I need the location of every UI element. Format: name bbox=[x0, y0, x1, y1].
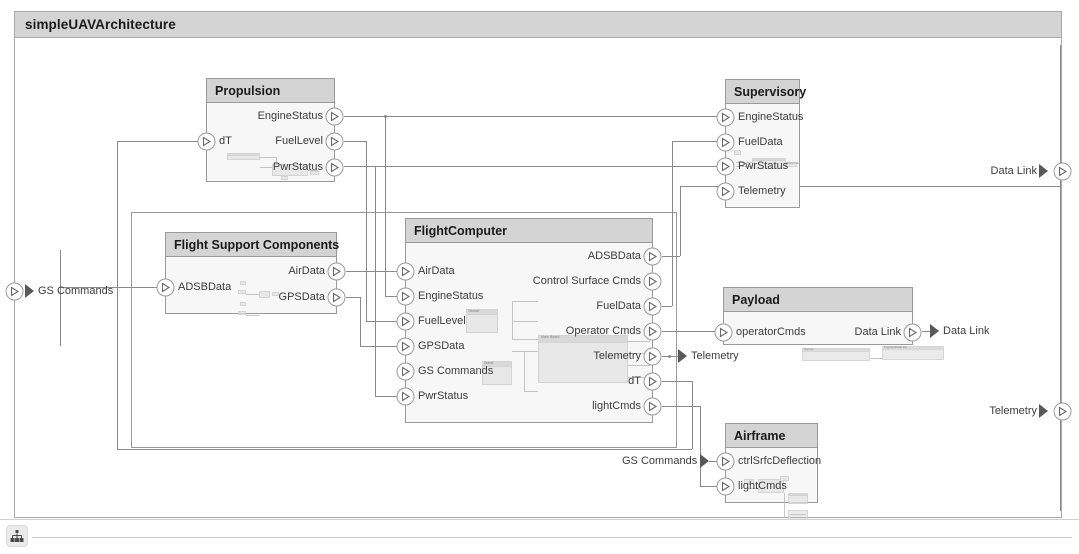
block-airframe[interactable]: Airframe bbox=[725, 423, 818, 522]
block-flight-support-components[interactable]: Flight Support Components bbox=[165, 232, 339, 316]
root-port-arrow-1 bbox=[1039, 164, 1048, 178]
root-port-arrow-3[interactable] bbox=[678, 349, 687, 363]
input-port-payload-0[interactable] bbox=[714, 323, 733, 342]
output-port-label-flightcomputer-0: ADSBData bbox=[587, 250, 641, 262]
root-port-arrow-0 bbox=[25, 284, 34, 298]
output-port-flightcomputer-2[interactable] bbox=[643, 297, 662, 316]
block-preview-thumbnail: Data Link bbox=[734, 150, 799, 176]
root-port-label-5: GS Commands bbox=[622, 455, 698, 467]
page-title: simpleUAVArchitecture bbox=[15, 12, 1061, 38]
output-port-label-flightcomputer-5: dT bbox=[628, 375, 641, 387]
root-port-label-2: Telemetry bbox=[989, 405, 1037, 417]
block-title-airframe: Airframe bbox=[726, 424, 817, 448]
root-port-telemetry[interactable] bbox=[1053, 402, 1072, 426]
input-port-supervisory-0[interactable] bbox=[716, 108, 735, 127]
input-port-label-supervisory-0: EngineStatus bbox=[738, 111, 804, 123]
root-port-label-1: Data Link bbox=[990, 165, 1037, 177]
input-port-label-flightcomputer-3: GPSData bbox=[418, 340, 465, 352]
output-port-flightcomputer-4[interactable] bbox=[643, 347, 662, 366]
input-port-label-flight-support-components-0: ADSBData bbox=[178, 281, 232, 293]
output-port-label-propulsion-1: FuelLevel bbox=[275, 135, 323, 147]
output-port-label-flightcomputer-4: Telemetry bbox=[593, 350, 641, 362]
input-port-flightcomputer-3[interactable] bbox=[396, 337, 415, 356]
output-port-flightcomputer-5[interactable] bbox=[643, 372, 662, 391]
input-port-airframe-0[interactable] bbox=[716, 452, 735, 471]
block-title-flightcomputer: FlightComputer bbox=[406, 219, 652, 243]
input-port-label-airframe-1: lightCmds bbox=[738, 480, 787, 492]
block-title-payload: Payload bbox=[724, 288, 912, 312]
output-port-flight-support-components-1[interactable] bbox=[327, 288, 346, 307]
output-port-label-flightcomputer-1: Control Surface Cmds bbox=[532, 275, 641, 287]
input-port-label-flightcomputer-2: FuelLevel bbox=[418, 315, 466, 327]
composition-outline[interactable] bbox=[131, 212, 677, 448]
input-port-label-supervisory-3: Telemetry bbox=[738, 185, 786, 197]
input-port-label-flightcomputer-4: GS Commands bbox=[418, 365, 494, 377]
root-port-arrow-2 bbox=[1039, 404, 1048, 418]
output-port-label-flight-support-components-1: GPSData bbox=[278, 291, 325, 303]
input-port-flightcomputer-5[interactable] bbox=[396, 387, 415, 406]
status-bar bbox=[0, 519, 1079, 554]
input-port-label-propulsion-0: dT bbox=[219, 135, 232, 147]
output-port-label-flightcomputer-2: FuelData bbox=[596, 300, 641, 312]
output-port-label-payload-0: Data Link bbox=[854, 326, 901, 338]
output-port-payload-0[interactable] bbox=[903, 323, 922, 342]
root-port-label-0: GS Commands bbox=[38, 285, 114, 297]
input-port-flight-support-components-0[interactable] bbox=[156, 278, 175, 297]
output-port-flightcomputer-1[interactable] bbox=[643, 272, 662, 291]
output-port-flight-support-components-0[interactable] bbox=[327, 262, 346, 281]
output-port-propulsion-0[interactable] bbox=[325, 107, 344, 126]
input-port-label-airframe-0: ctrlSrfcDeflection bbox=[738, 455, 822, 467]
input-port-label-flightcomputer-0: AirData bbox=[418, 265, 455, 277]
input-port-label-supervisory-2: PwrStatus bbox=[738, 160, 789, 172]
output-port-flightcomputer-6[interactable] bbox=[643, 397, 662, 416]
input-port-airframe-1[interactable] bbox=[716, 477, 735, 496]
hierarchy-icon[interactable] bbox=[6, 525, 28, 547]
output-port-propulsion-2[interactable] bbox=[325, 158, 344, 177]
output-port-propulsion-1[interactable] bbox=[325, 132, 344, 151]
root-port-label-3: Telemetry bbox=[691, 350, 739, 362]
input-port-supervisory-2[interactable] bbox=[716, 157, 735, 176]
root-port-arrow-4[interactable] bbox=[930, 324, 939, 338]
input-port-flightcomputer-1[interactable] bbox=[396, 287, 415, 306]
root-port-gs-commands[interactable] bbox=[5, 282, 24, 306]
output-port-label-flightcomputer-6: lightCmds bbox=[592, 400, 641, 412]
output-port-flightcomputer-3[interactable] bbox=[643, 322, 662, 341]
input-port-label-flightcomputer-1: EngineStatus bbox=[418, 290, 484, 302]
block-title-flight-support-components: Flight Support Components bbox=[166, 233, 339, 257]
output-port-flightcomputer-0[interactable] bbox=[643, 247, 662, 266]
root-port-label-4: Data Link bbox=[943, 325, 990, 337]
output-port-label-propulsion-0: EngineStatus bbox=[257, 110, 323, 122]
status-divider bbox=[32, 537, 1072, 538]
output-port-label-flightcomputer-3: Operator Cmds bbox=[565, 325, 641, 337]
output-port-label-propulsion-2: PwrStatus bbox=[272, 161, 323, 173]
root-port-arrow-5[interactable] bbox=[700, 454, 709, 468]
input-port-label-supervisory-1: FuelData bbox=[738, 136, 783, 148]
block-title-supervisory: Supervisory bbox=[726, 80, 806, 104]
block-title-propulsion: Propulsion bbox=[207, 79, 334, 103]
input-port-supervisory-3[interactable] bbox=[716, 182, 735, 201]
block-preview-thumbnail bbox=[227, 153, 319, 181]
input-port-flightcomputer-4[interactable] bbox=[396, 362, 415, 381]
block-propulsion[interactable]: Propulsion bbox=[206, 78, 335, 182]
root-port-data-link[interactable] bbox=[1053, 162, 1072, 186]
input-port-label-flightcomputer-5: PwrStatus bbox=[418, 390, 469, 402]
output-port-label-flight-support-components-0: AirData bbox=[288, 265, 325, 277]
input-port-flightcomputer-2[interactable] bbox=[396, 312, 415, 331]
input-port-supervisory-1[interactable] bbox=[716, 133, 735, 152]
block-preview-thumbnail bbox=[238, 281, 292, 321]
input-port-propulsion-0[interactable] bbox=[197, 132, 216, 151]
input-port-label-payload-0: operatorCmds bbox=[736, 326, 806, 338]
input-port-flightcomputer-0[interactable] bbox=[396, 262, 415, 281]
